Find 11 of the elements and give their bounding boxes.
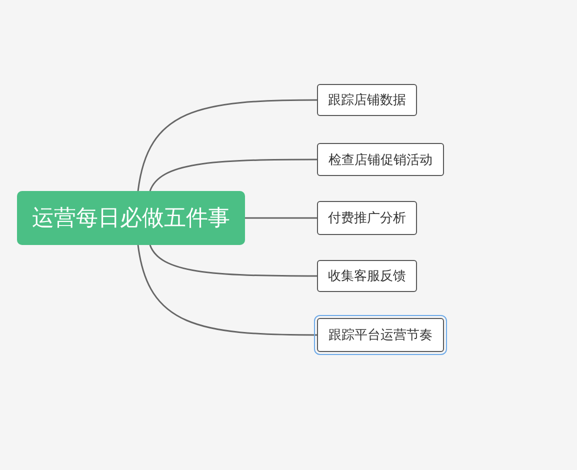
connector-line: [245, 217, 317, 219]
subtopic-box: 跟踪平台运营节奏: [317, 318, 444, 352]
connector-line: [149, 244, 317, 277]
connector-line: [149, 158, 317, 192]
subtopic-box: 检查店铺促销活动: [317, 143, 444, 176]
subtopic-box: 跟踪店铺数据: [317, 84, 417, 116]
subtopic-box: 收集客服反馈: [317, 260, 417, 292]
topic-box: 运营每日必做五件事: [17, 191, 245, 245]
connector-line: [137, 99, 317, 192]
connector-line: [137, 244, 317, 336]
subtopic-box: 付费推广分析: [317, 201, 417, 235]
